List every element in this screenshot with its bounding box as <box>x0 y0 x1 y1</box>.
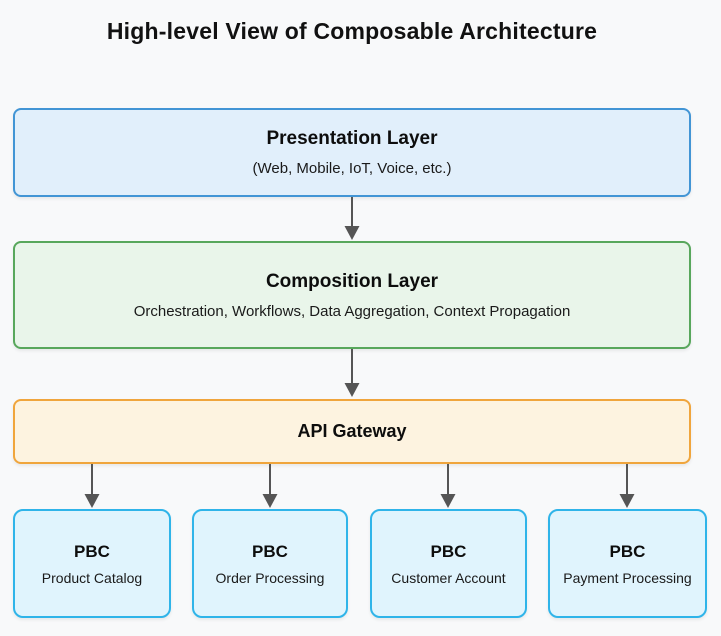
presentation-layer-title: Presentation Layer <box>266 128 438 149</box>
pbc-product-catalog-subtitle: Product Catalog <box>41 569 143 586</box>
pbc-order-processing-subtitle: Order Processing <box>215 569 325 586</box>
presentation-layer-node: Presentation Layer (Web, Mobile, IoT, Vo… <box>13 108 691 197</box>
pbc-customer-account-node: PBC Customer Account <box>370 509 527 618</box>
pbc-payment-processing-title: PBC <box>609 541 646 561</box>
pbc-order-processing-title: PBC <box>252 541 288 561</box>
arrow-composition-to-api-icon <box>344 349 360 397</box>
arrow-api-to-pbc-customer-account-icon <box>440 464 456 508</box>
composition-layer-node: Composition Layer Orchestration, Workflo… <box>13 241 691 349</box>
diagram-title: High-level View of Composable Architectu… <box>106 18 598 44</box>
pbc-customer-account-title: PBC <box>430 541 467 561</box>
arrow-api-to-pbc-product-catalog-icon <box>84 464 100 508</box>
pbc-product-catalog-title: PBC <box>74 541 110 561</box>
arrow-presentation-to-composition-icon <box>344 197 360 240</box>
composition-layer-title: Composition Layer <box>265 270 439 292</box>
pbc-payment-processing-subtitle: Payment Processing <box>563 569 692 586</box>
pbc-customer-account-subtitle: Customer Account <box>391 569 506 586</box>
api-gateway-node: API Gateway <box>13 399 691 464</box>
composition-layer-subtitle: Orchestration, Workflows, Data Aggregati… <box>133 302 571 320</box>
arrow-api-to-pbc-order-processing-icon <box>262 464 278 508</box>
pbc-payment-processing-node: PBC Payment Processing <box>548 509 707 618</box>
arrow-api-to-pbc-payment-processing-icon <box>619 464 635 508</box>
pbc-product-catalog-node: PBC Product Catalog <box>13 509 171 618</box>
presentation-layer-subtitle: (Web, Mobile, IoT, Voice, etc.) <box>252 160 452 177</box>
pbc-order-processing-node: PBC Order Processing <box>192 509 348 618</box>
api-gateway-title: API Gateway <box>297 421 407 441</box>
